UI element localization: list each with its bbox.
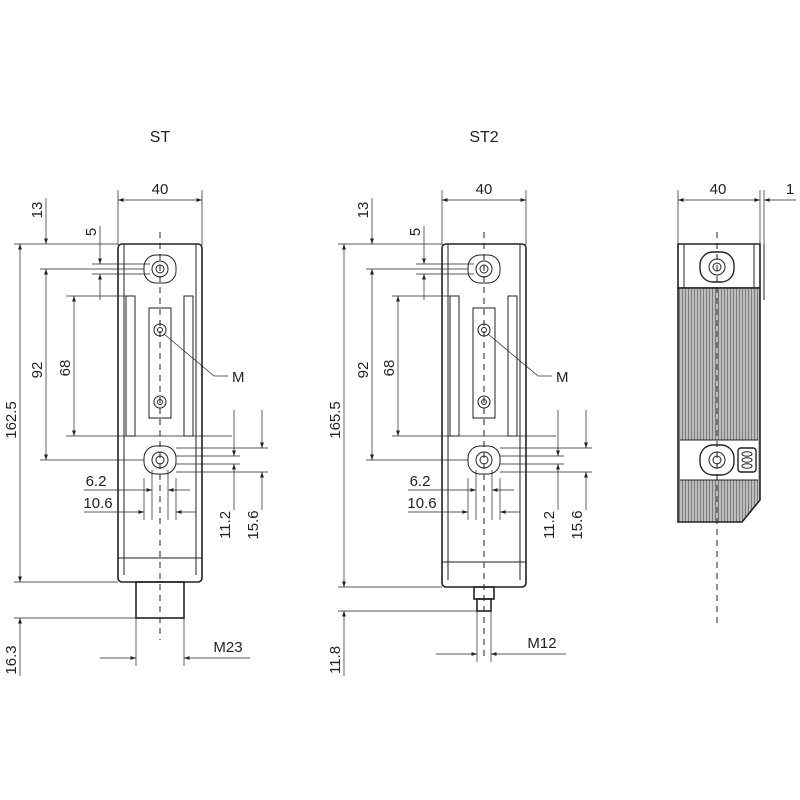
dim-v1-st2: 11.2	[541, 511, 558, 539]
dim-v2-st2: 15.6	[569, 510, 586, 539]
dim-h2-st2: 10.6	[407, 495, 436, 512]
dim-top-st2: 13	[355, 202, 372, 219]
view-title-st: ST	[150, 129, 171, 146]
label-screw-st: M	[232, 369, 245, 386]
dim-total-len-st2: 165.5	[327, 401, 344, 439]
dim-width-st: 40	[152, 181, 169, 198]
dim-v2-st: 15.6	[245, 510, 262, 539]
view-side: 40 1	[677, 181, 796, 625]
view-st: ST 40	[3, 129, 268, 676]
view-title-st2: ST2	[469, 129, 498, 146]
dim-inner-len-st: 68	[57, 360, 74, 377]
dim-h2-st: 10.6	[83, 495, 112, 512]
dim-top-st: 13	[29, 202, 46, 219]
dim-h1-st: 6.2	[86, 473, 107, 490]
dim-outer-len-st: 92	[29, 362, 46, 379]
dim-offset-side: 1	[786, 181, 794, 198]
dim-thread-st2: M12	[527, 635, 556, 652]
label-screw-st2: M	[556, 369, 569, 386]
dim-connector-len-st: 16.3	[3, 645, 20, 674]
view-st2: ST2 40	[327, 129, 592, 676]
dim-v1-st: 11.2	[217, 511, 234, 539]
dim-hole-st2: 5	[407, 228, 424, 236]
sensor-side-body	[677, 232, 765, 625]
dim-hole-st: 5	[83, 228, 100, 236]
dim-total-len-st: 162.5	[3, 401, 20, 439]
dim-inner-len-st2: 68	[381, 360, 398, 377]
dim-width-side: 40	[710, 181, 727, 198]
dim-width-st2: 40	[476, 181, 493, 198]
dim-thread-st: M23	[213, 639, 242, 656]
dim-h1-st2: 6.2	[410, 473, 431, 490]
dim-connector-len-st2: 11.8	[327, 646, 344, 674]
sensor-body-st2	[441, 232, 527, 660]
dim-outer-len-st2: 92	[355, 362, 372, 379]
